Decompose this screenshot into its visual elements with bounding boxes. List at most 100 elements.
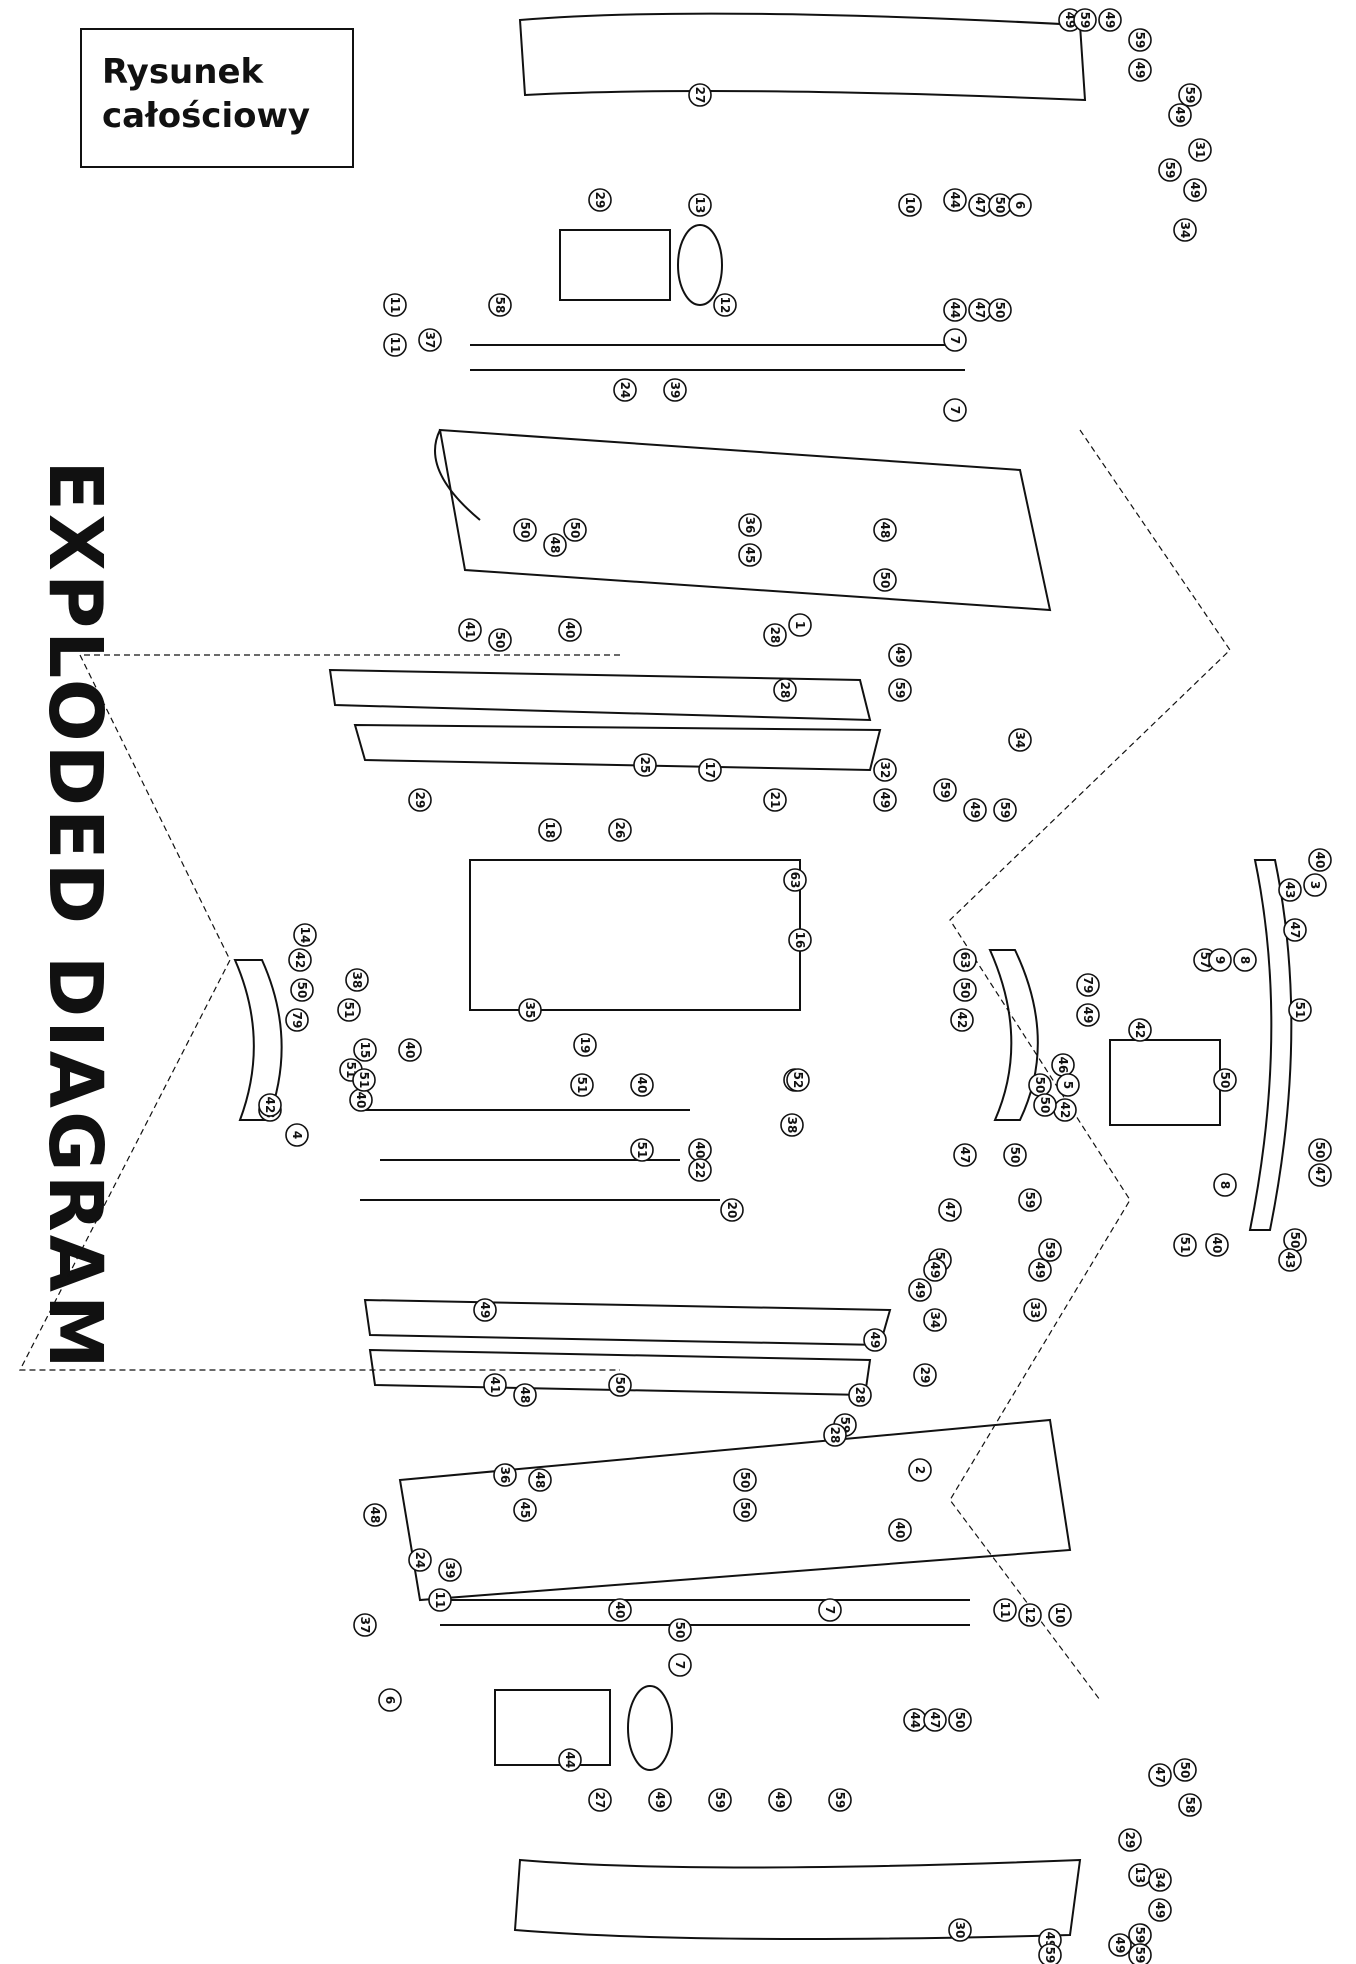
- callout-17: 17: [698, 758, 722, 782]
- callout-circle: [1028, 1258, 1052, 1282]
- callout-37: 37: [353, 1613, 377, 1637]
- callout-59: 59: [1073, 8, 1097, 32]
- callout-50: 50: [563, 518, 587, 542]
- callout-40: 40: [630, 1073, 654, 1097]
- callout-50: 50: [733, 1498, 757, 1522]
- callout-41: 41: [458, 618, 482, 642]
- callout-circle: [908, 1278, 932, 1302]
- callout-number: 7: [948, 406, 962, 414]
- callout-circle: [383, 293, 407, 317]
- callout-circle: [950, 1008, 974, 1032]
- callout-circle: [1056, 1073, 1080, 1097]
- callout-number: 50: [993, 197, 1007, 214]
- callout-number: 29: [413, 792, 427, 809]
- callout-number: 48: [518, 1387, 532, 1404]
- callout-number: 46: [1056, 1057, 1070, 1074]
- callout-49: 49: [963, 798, 987, 822]
- callout-number: 49: [1063, 12, 1077, 29]
- callout-50: 50: [988, 298, 1012, 322]
- callout-circle: [543, 533, 567, 557]
- callout-35: 35: [518, 998, 542, 1022]
- callout-29: 29: [588, 188, 612, 212]
- callout-40: 40: [398, 1038, 422, 1062]
- callout-number: 51: [342, 1002, 356, 1019]
- callout-28: 28: [773, 678, 797, 702]
- callout-number: 59: [833, 1792, 847, 1809]
- callout-number: 59: [1133, 1927, 1147, 1944]
- callout-number: 49: [878, 792, 892, 809]
- callout-42: 42: [1128, 1018, 1152, 1042]
- callout-number: 47: [928, 1712, 942, 1729]
- callout-27: 27: [688, 83, 712, 107]
- callout-number: 41: [463, 622, 477, 639]
- callout-circle: [1233, 948, 1257, 972]
- callout-number: 50: [518, 522, 532, 539]
- callout-4: 4: [285, 1123, 309, 1147]
- callout-50: 50: [873, 568, 897, 592]
- callout-44: 44: [903, 1708, 927, 1732]
- callout-circle: [923, 1258, 947, 1282]
- callout-50: 50: [1003, 1143, 1027, 1167]
- callout-number: 13: [1133, 1867, 1147, 1884]
- callout-circle: [352, 1068, 376, 1092]
- callout-number: 34: [928, 1312, 942, 1329]
- callout-11: 11: [993, 1598, 1017, 1622]
- callout-59: 59: [933, 778, 957, 802]
- callout-circle: [288, 948, 312, 972]
- callout-circle: [488, 628, 512, 652]
- shroud-bottom: [513, 1858, 1082, 1940]
- callout-58: 58: [488, 293, 512, 317]
- callout-number: 42: [293, 952, 307, 969]
- weight-plate-bottom: [627, 1685, 673, 1771]
- callout-circle: [630, 1138, 654, 1162]
- callout-41: 41: [483, 1373, 507, 1397]
- callout-circle: [353, 1613, 377, 1637]
- callout-circle: [493, 1463, 517, 1487]
- callout-49: 49: [1108, 1933, 1132, 1957]
- callout-number: 48: [878, 522, 892, 539]
- weight-stack-top: [559, 229, 671, 301]
- callout-number: 29: [1123, 1832, 1137, 1849]
- callout-42: 42: [950, 1008, 974, 1032]
- callout-circle: [923, 1308, 947, 1332]
- callout-47: 47: [953, 1143, 977, 1167]
- callout-circle: [630, 1073, 654, 1097]
- callout-circle: [1038, 1238, 1062, 1262]
- callout-47: 47: [923, 1708, 947, 1732]
- callout-circle: [428, 1588, 452, 1612]
- callout-circle: [713, 293, 737, 317]
- callout-circle: [1188, 138, 1212, 162]
- callout-29: 29: [913, 1363, 937, 1387]
- callout-circle: [1023, 1298, 1047, 1322]
- callout-number: 42: [1058, 1102, 1072, 1119]
- callout-number: 59: [1183, 87, 1197, 104]
- callout-number: 3: [1308, 881, 1322, 889]
- callout-number: 7: [948, 336, 962, 344]
- callout-number: 29: [593, 192, 607, 209]
- callout-number: 14: [298, 927, 312, 944]
- callout-number: 49: [1081, 1007, 1095, 1024]
- callout-59: 59: [1038, 1943, 1062, 1964]
- callout-48: 48: [513, 1383, 537, 1407]
- shroud-top: [518, 12, 1087, 102]
- callout-circle: [1178, 1793, 1202, 1817]
- callout-11: 11: [383, 293, 407, 317]
- callout-14: 14: [293, 923, 317, 947]
- callout-circle: [290, 978, 314, 1002]
- callout-number: 12: [718, 297, 732, 314]
- callout-number: 19: [578, 1037, 592, 1054]
- callout-number: 22: [693, 1162, 707, 1179]
- callout-51: 51: [352, 1068, 376, 1092]
- callout-circle: [988, 298, 1012, 322]
- callout-number: 44: [563, 1752, 577, 1769]
- callout-51: 51: [1173, 1233, 1197, 1257]
- callout-number: 59: [1043, 1242, 1057, 1259]
- callout-circle: [783, 868, 807, 892]
- callout-number: 47: [943, 1202, 957, 1219]
- callout-number: 49: [1173, 107, 1187, 124]
- callout-number: 49: [893, 647, 907, 664]
- callout-40: 40: [558, 618, 582, 642]
- callout-58: 58: [1178, 1793, 1202, 1817]
- callout-49: 49: [648, 1788, 672, 1812]
- callout-circle: [1038, 1943, 1062, 1964]
